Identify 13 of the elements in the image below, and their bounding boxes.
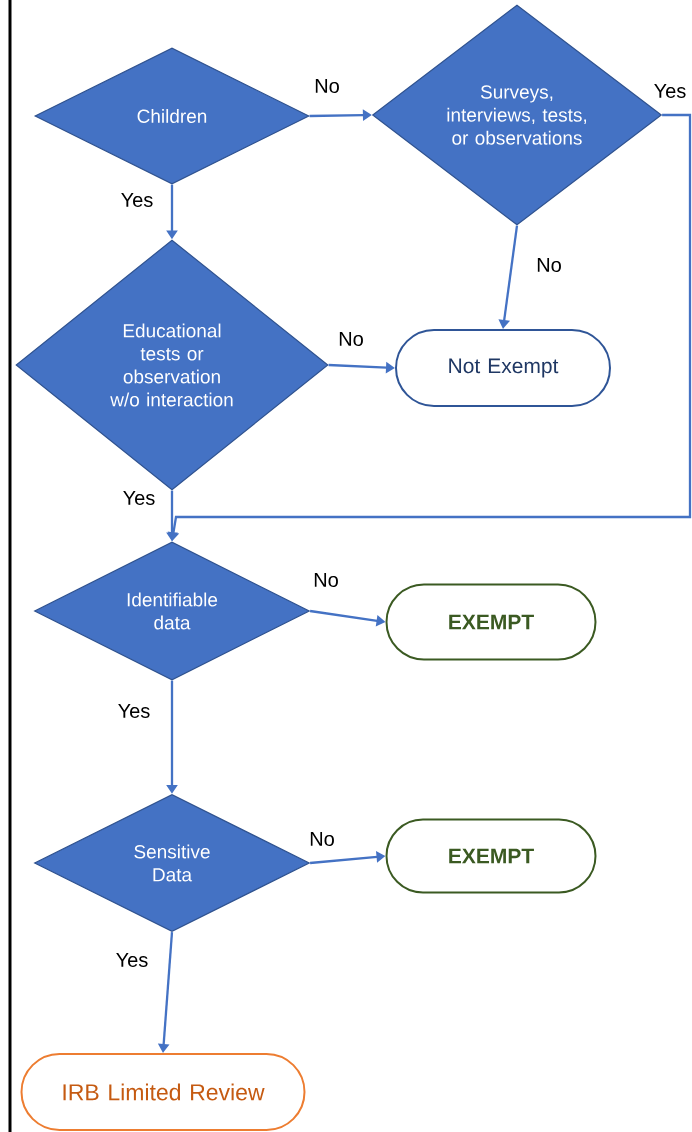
terminal-box: EXEMPT [385,818,597,894]
edge-label: No [339,332,363,346]
edge-label: Yes [116,953,148,967]
edge-label: No [315,79,339,93]
terminal-box: EXEMPT [385,583,597,661]
terminal-box: IRB Limited Review [20,1053,306,1131]
edge-label: Yes [118,704,150,718]
edge-label: Yes [123,491,155,505]
edge-label: No [537,258,561,272]
edge-label: Yes [121,193,153,207]
terminal-box: Not Exempt [395,329,611,407]
edge-label: No [314,573,338,587]
edge-label: No [310,832,334,846]
